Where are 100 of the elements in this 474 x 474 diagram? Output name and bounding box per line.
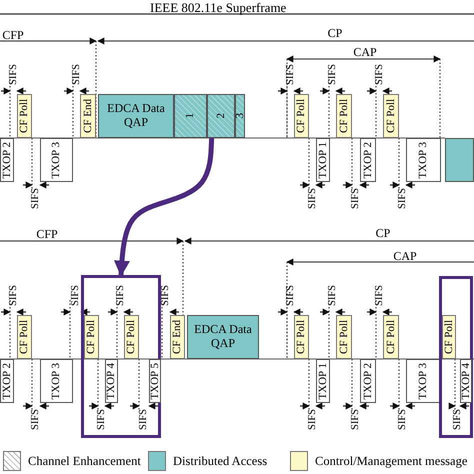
control-frame-box: [442, 315, 456, 359]
sifs-label: SIFS: [328, 285, 338, 306]
box-label: 1: [185, 113, 196, 119]
box-label: TXOP 3: [51, 362, 62, 400]
box-label: TXOP 3: [418, 142, 429, 178]
box-label: CF Poll: [86, 320, 97, 354]
box-label: TXOP 4: [106, 362, 117, 400]
control-frame-box: [80, 94, 96, 138]
sifs-label: SIFS: [70, 285, 81, 306]
sifs-label: SIFS: [31, 409, 42, 430]
box-label: TXOP 2: [362, 362, 374, 400]
period-label: CP: [328, 27, 342, 39]
period-label: CFP: [2, 29, 24, 41]
box-label: CF Poll: [386, 320, 396, 354]
box-label: 2: [216, 113, 226, 119]
box-label: CF Poll: [386, 99, 396, 133]
box-label: 3: [234, 113, 246, 119]
sifs-label: SIFS: [161, 285, 172, 306]
arrow: [114, 138, 214, 277]
txop-box: [316, 359, 330, 403]
data-frame-box: [98, 94, 174, 138]
sifs-label: SIFS: [8, 64, 19, 86]
sifs-label: SIFS: [72, 64, 82, 86]
box-label: CF Poll: [19, 99, 30, 133]
control-frame-box: [383, 94, 399, 138]
sifs-label: SIFS: [308, 409, 318, 430]
txop-box: [0, 138, 14, 182]
box-label: TXOP 3: [418, 362, 429, 400]
sifs-label: SIFS: [31, 188, 42, 210]
control-frame-box: [383, 315, 399, 359]
control-frame-box: [336, 94, 352, 138]
box-label: CF Poll: [338, 320, 350, 354]
legend-label: Distributed Access: [173, 455, 268, 468]
sifs-label: SIFS: [286, 64, 296, 86]
txop-box: [40, 138, 73, 182]
txop-box: [360, 138, 376, 182]
sifs-label: SIFS: [286, 285, 296, 306]
legend-label: Control/Management message: [315, 455, 468, 468]
box-label: TXOP 2: [2, 142, 12, 178]
box-label: CF Poll: [19, 320, 30, 354]
control-frame-box: [336, 315, 352, 359]
sifs-label: SIFS: [351, 409, 362, 430]
data-frame-box: [445, 138, 474, 182]
control-frame-box: [294, 315, 309, 359]
txop-box: [406, 359, 441, 403]
highlight-frame: [439, 276, 473, 438]
box-label: EDCA Data QAP: [193, 323, 253, 351]
sifs-label: SIFS: [116, 285, 126, 306]
txop-box: [0, 359, 14, 403]
period-label: CFP: [36, 228, 58, 240]
sifs-label: SIFS: [139, 409, 150, 430]
txop-box: [40, 359, 73, 403]
txop-box: [316, 138, 330, 182]
segment-box: [174, 94, 207, 138]
box-label: CF Poll: [296, 99, 307, 133]
control-frame-box: [170, 315, 185, 359]
box-label: CF End: [82, 99, 94, 133]
legend-label: Channel Enhancement: [28, 455, 141, 468]
diagram-title: IEEE 802.11e Superframe: [150, 1, 286, 14]
txop-box: [460, 359, 472, 403]
box-label: CF Poll: [126, 320, 137, 354]
sifs-label: SIFS: [374, 64, 385, 86]
control-frame-box: [17, 315, 32, 359]
txop-box: [149, 359, 161, 403]
sifs-label: SIFS: [351, 188, 362, 210]
box-label: TXOP 5: [150, 362, 160, 400]
txop-box: [360, 359, 376, 403]
control-frame-box: [17, 94, 32, 138]
box-label: TXOP 1: [318, 362, 328, 400]
box-label: EDCA Data QAP: [106, 102, 166, 130]
box-label: TXOP 2: [2, 362, 12, 400]
highlight-frame: [174, 94, 245, 138]
period-label: CAP: [393, 250, 417, 262]
box-label: TXOP 1: [318, 142, 328, 178]
period-label: CAP: [353, 46, 377, 58]
control-frame-box: [124, 315, 139, 359]
box-label: CF End: [172, 320, 183, 354]
segment-box: [235, 94, 245, 138]
segment-box: [207, 94, 235, 138]
box-label: TXOP 4: [460, 362, 472, 400]
period-label: CP: [376, 227, 390, 239]
highlight-frame: [81, 275, 161, 438]
sifs-label: SIFS: [308, 188, 318, 210]
box-label: TXOP 2: [362, 142, 374, 178]
box-label: CF Poll: [296, 320, 307, 354]
control-frame-box: [294, 94, 309, 138]
sifs-label: SIFS: [452, 409, 463, 430]
control-frame-box: [84, 315, 99, 359]
sifs-label: SIFS: [398, 188, 408, 210]
txop-box: [105, 359, 118, 403]
box-label: CF Poll: [444, 320, 454, 354]
sifs-label: SIFS: [96, 409, 107, 430]
box-label: TXOP 3: [51, 142, 62, 178]
sifs-label: SIFS: [374, 285, 385, 306]
txop-box: [406, 138, 441, 182]
sifs-label: SIFS: [8, 285, 19, 306]
sifs-label: SIFS: [398, 409, 408, 430]
box-label: CF Poll: [338, 99, 350, 133]
sifs-label: SIFS: [328, 64, 338, 86]
data-frame-box: [187, 315, 259, 359]
